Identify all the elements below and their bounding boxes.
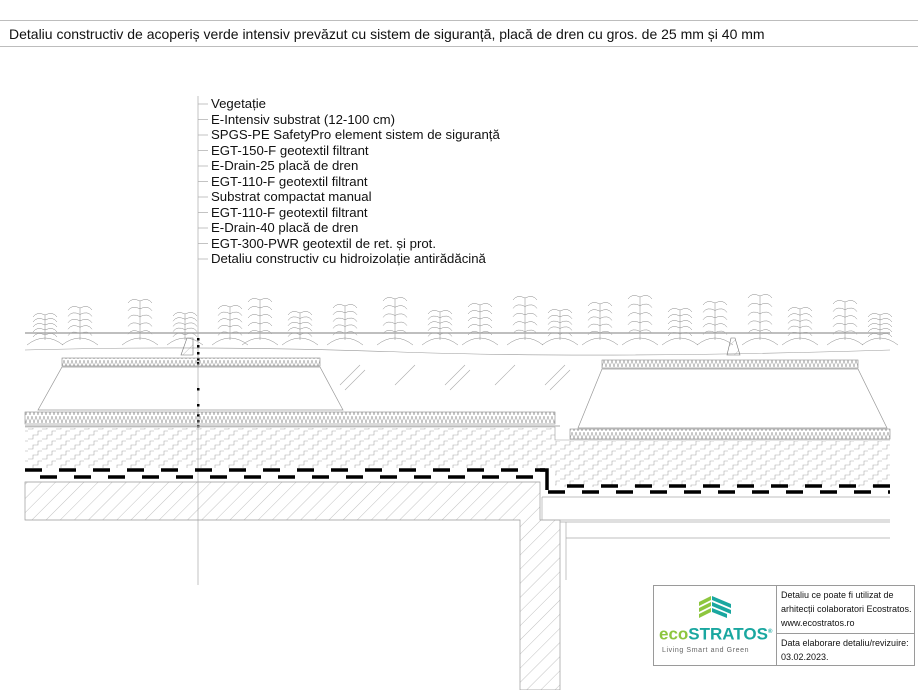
plant (661, 308, 699, 346)
layer-label: EGT-150-F geotextil filtrant (211, 142, 369, 158)
website-link[interactable]: www.ecostratos.ro (781, 618, 855, 628)
insulation-outline (25, 426, 890, 441)
layer-label: Vegetație (211, 96, 266, 111)
plant (326, 304, 364, 346)
insulation-right (555, 441, 890, 487)
plant (26, 313, 64, 346)
soil-surface (24, 347, 891, 356)
leader-ticks (197, 103, 208, 428)
logo-eco: eco (659, 624, 689, 644)
layer-legend: Vegetație E-Intensiv substrat (12-100 cm… (211, 96, 500, 267)
e-drain-40-right (569, 428, 891, 440)
usage-note-line1: Detaliu ce poate fi utilizat de (781, 590, 894, 600)
e-drain-25-left (61, 357, 321, 367)
plant (621, 295, 659, 346)
date-label: Data elaborare detaliu/revizuire: (781, 638, 909, 648)
usage-note-line2: arhitecții colaboratori Ecostratos. (781, 604, 912, 614)
logo-stratos: STRATOS (688, 624, 768, 644)
leader-dot (197, 352, 200, 355)
layer-label: SPGS-PE SafetyPro element sistem de sigu… (211, 127, 500, 142)
concrete-slab (24, 481, 561, 690)
layer-label: E-Drain-25 placă de dren (211, 158, 359, 173)
plant (121, 299, 159, 346)
leader-dot (197, 388, 200, 391)
plant (696, 301, 734, 346)
roof-chevron-icon (699, 596, 731, 618)
layer-label: EGT-110-F geotextil filtrant (211, 204, 368, 220)
leader-dot (197, 338, 200, 341)
layer-label: EGT-300-PWR geotextil de ret. și prot. (211, 235, 437, 251)
plant (741, 294, 779, 346)
divider (776, 633, 914, 634)
revision-info: Data elaborare detaliu/revizuire: 03.02.… (781, 636, 914, 664)
plant (781, 307, 819, 346)
substrate-hatch (339, 364, 571, 391)
plant (826, 300, 864, 346)
plant (241, 298, 279, 346)
plant (541, 309, 579, 346)
leader-dot (197, 345, 200, 348)
usage-note: Detaliu ce poate fi utilizat de arhitecț… (781, 588, 914, 630)
plant (211, 305, 249, 346)
plant (506, 296, 544, 346)
insulation-left (25, 428, 555, 468)
layer-label: E-Intensiv substrat (12-100 cm) (211, 111, 395, 127)
e-drain-25-right (601, 359, 859, 369)
layer-label: E-Drain-40 placă de dren (211, 220, 359, 235)
title-block: ecoSTRATOS® Living Smart and Green Detal… (653, 585, 915, 666)
safety-element-right (726, 337, 741, 356)
layer-label: EGT-110-F geotextil filtrant (211, 173, 368, 189)
waterproofing-membrane (25, 468, 890, 494)
drawing-title: Detaliu constructiv de acoperiș verde in… (9, 26, 765, 42)
compacted-substrate-left (37, 366, 344, 411)
e-drain-40-left (24, 411, 556, 425)
plant (281, 311, 319, 346)
revision-date: 03.02.2023. (781, 652, 829, 662)
ecostratos-logo: ecoSTRATOS® Living Smart and Green (654, 586, 777, 665)
plant (61, 306, 99, 346)
title-bar: Detaliu constructiv de acoperiș verde in… (0, 20, 918, 47)
safety-element-left (180, 337, 194, 356)
plant (581, 302, 619, 346)
logo-tagline: Living Smart and Green (662, 647, 750, 654)
plant (461, 303, 499, 346)
structure-lines (541, 496, 890, 580)
logo-wordmark: ecoSTRATOS® (659, 622, 773, 645)
compacted-substrate-right (577, 368, 888, 429)
plant (421, 310, 459, 346)
registered-mark: ® (767, 629, 773, 635)
plant (376, 297, 414, 346)
plant (861, 313, 899, 346)
vegetation (26, 294, 899, 346)
leader-dot (197, 404, 200, 407)
layer-label: Substrat compactat manual (211, 189, 372, 204)
layer-label: Detaliu constructiv cu hidroizolație ant… (211, 251, 486, 266)
